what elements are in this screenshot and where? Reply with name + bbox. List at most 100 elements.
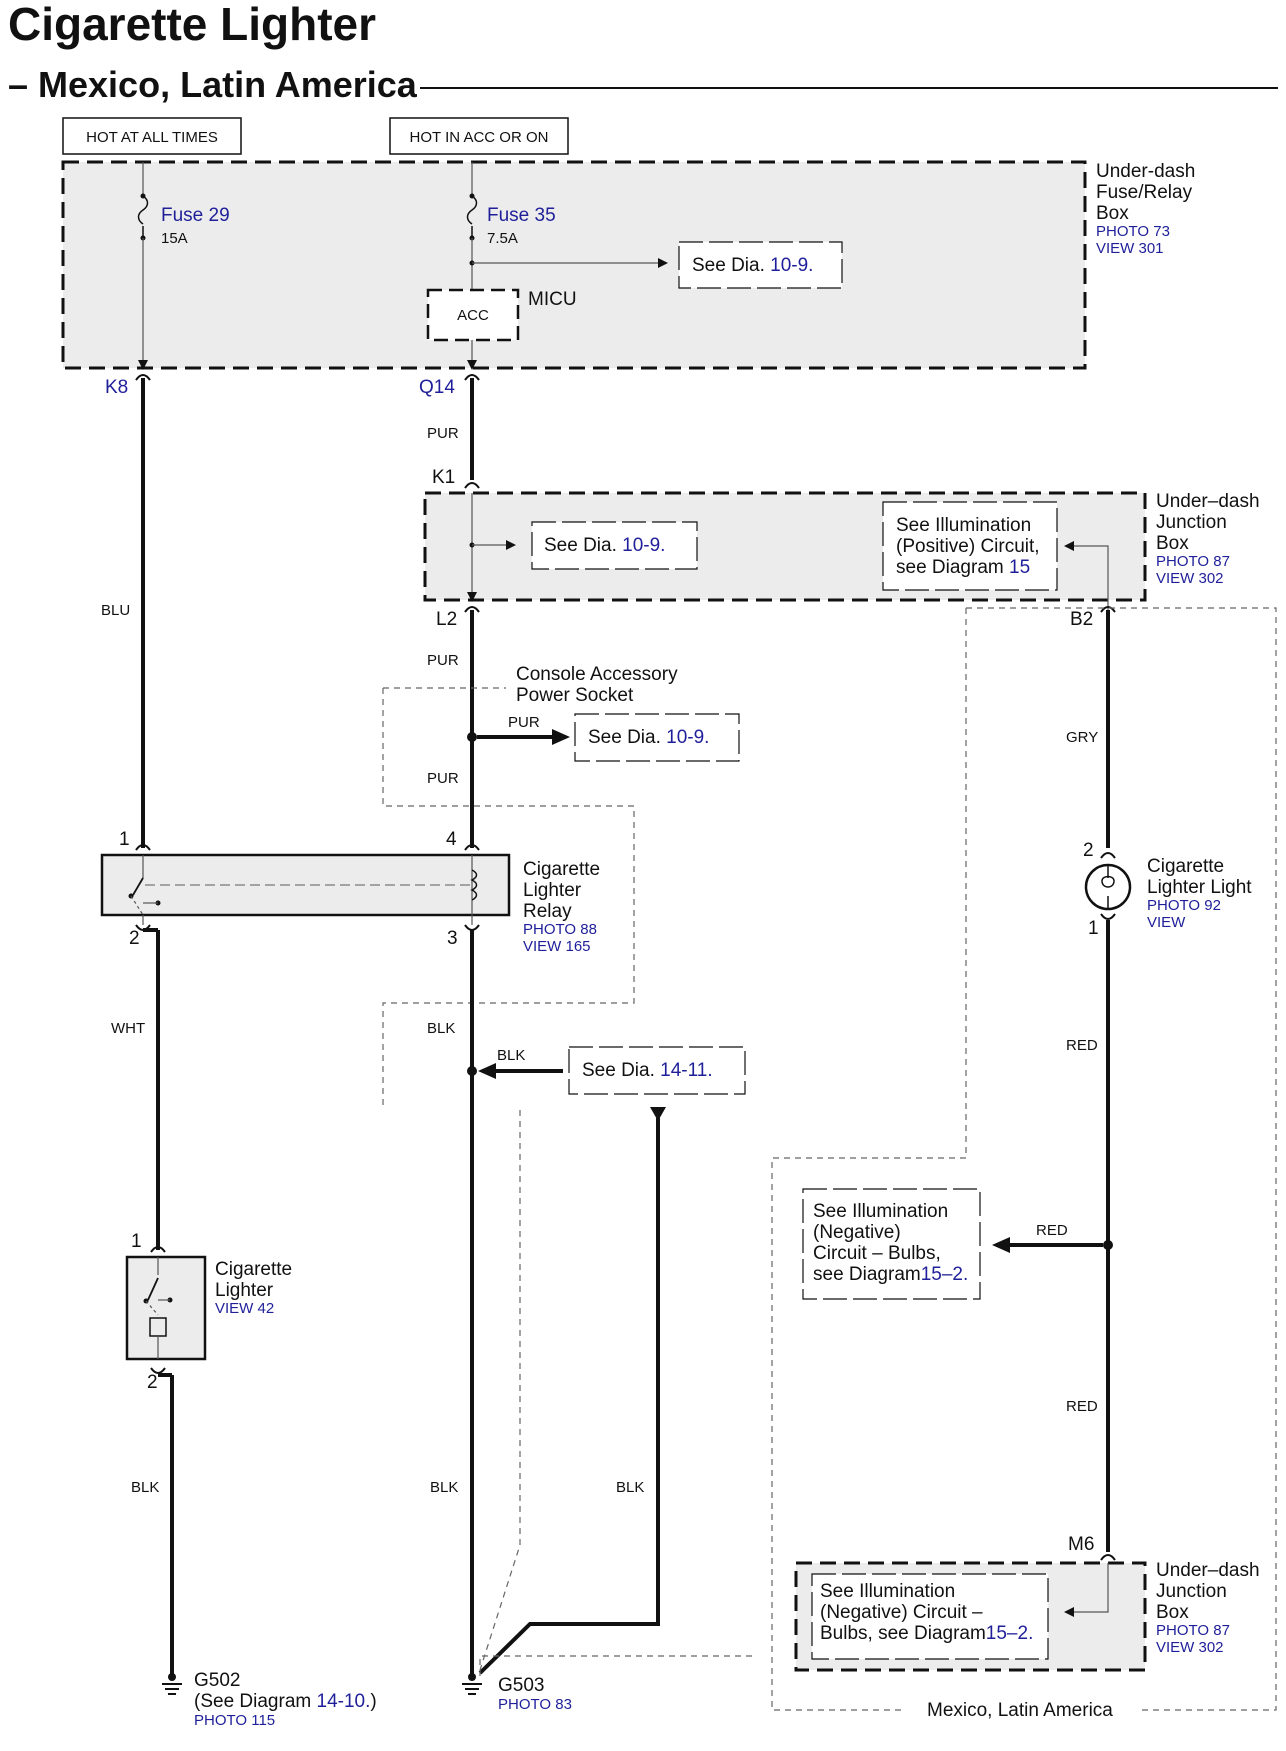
illum-pos-line3: see Diagram 15 bbox=[896, 557, 1030, 578]
junction-bot-photo: PHOTO 87 bbox=[1156, 1622, 1230, 1639]
micu-acc-label: ACC bbox=[457, 307, 489, 324]
illum-neg-b-box bbox=[811, 1573, 1049, 1660]
lighter-pin2: 2 bbox=[147, 1372, 158, 1393]
l2-label: L2 bbox=[436, 609, 457, 630]
fuse29-symbol bbox=[137, 195, 149, 225]
relay-pin4-connector bbox=[464, 844, 480, 851]
junction-bot-internal bbox=[1064, 1563, 1109, 1617]
junction-bot-view: VIEW 302 bbox=[1156, 1639, 1224, 1656]
bulb-icon bbox=[1084, 863, 1132, 911]
illum-pos-box bbox=[882, 501, 1058, 591]
relay-line3: Relay bbox=[523, 901, 572, 922]
fuse35-rating: 7.5A bbox=[487, 230, 518, 247]
g502-note: (See Diagram 14-10.) bbox=[194, 1691, 377, 1712]
see-dia-109-c: See Dia. 10-9. bbox=[588, 727, 709, 748]
illum-neg-b-line2: (Negative) Circuit – bbox=[820, 1602, 983, 1623]
junction-top-name-1: Under–dash bbox=[1156, 491, 1260, 512]
fuse29-rating: 15A bbox=[161, 230, 188, 247]
b2-label: B2 bbox=[1070, 609, 1093, 630]
wire-red-2-label: RED bbox=[1036, 1222, 1068, 1239]
fuse29-name: Fuse 29 bbox=[161, 205, 230, 226]
junction-bot-name-2: Junction bbox=[1156, 1581, 1227, 1602]
wire-blk-3-label: BLK bbox=[497, 1047, 525, 1064]
wire-blk-5 bbox=[478, 1118, 660, 1675]
relay-pin3: 3 bbox=[447, 928, 458, 949]
lighter-line2: Lighter bbox=[215, 1280, 274, 1301]
wire-pur-3-label: PUR bbox=[508, 714, 540, 731]
light-photo: PHOTO 92 bbox=[1147, 897, 1221, 914]
illum-pos-line2: (Positive) Circuit, bbox=[896, 536, 1040, 557]
wire-red-1-label: RED bbox=[1066, 1037, 1098, 1054]
relay-photo: PHOTO 88 bbox=[523, 921, 597, 938]
splice-blk bbox=[467, 1066, 477, 1076]
junction-bot-name-3: Box bbox=[1156, 1602, 1189, 1623]
g503-name: G503 bbox=[498, 1675, 544, 1696]
see-dia-109-b: See Dia. 10-9. bbox=[544, 535, 665, 556]
illum-neg-b-line1: See Illumination bbox=[820, 1581, 955, 1602]
wire-blk-1-label: BLK bbox=[131, 1479, 159, 1496]
light-pin2-connector bbox=[1100, 852, 1116, 859]
k1-connector bbox=[464, 482, 480, 489]
k1-label: K1 bbox=[432, 467, 455, 488]
relay-pin1-connector bbox=[135, 844, 151, 851]
see-dia-109-b-box bbox=[531, 521, 698, 570]
g502-photo: PHOTO 115 bbox=[194, 1712, 275, 1729]
junction-top-view: VIEW 302 bbox=[1156, 570, 1224, 587]
illum-neg-a-box bbox=[802, 1188, 981, 1300]
lighter-view: VIEW 42 bbox=[215, 1300, 274, 1317]
socket-line1: Console Accessory bbox=[516, 664, 678, 685]
wire-blu-label: BLU bbox=[101, 602, 130, 619]
fuse35-name: Fuse 35 bbox=[487, 205, 556, 226]
cigarette-lighter bbox=[125, 1255, 207, 1361]
illum-neg-a-line1: See Illumination bbox=[813, 1201, 948, 1222]
lighter-pin1-connector bbox=[150, 1246, 166, 1253]
m6-connector bbox=[1100, 1554, 1116, 1561]
fuse-box-name-2: Fuse/Relay bbox=[1096, 182, 1193, 203]
fuse-relay-box bbox=[61, 160, 1087, 370]
hot-at-all-times-box bbox=[62, 117, 242, 155]
l2-connector bbox=[464, 606, 480, 613]
wire-blk-4-label: BLK bbox=[430, 1479, 458, 1496]
relay-pin3-connector bbox=[464, 924, 480, 931]
illum-neg-a-line3: Circuit – Bulbs, bbox=[813, 1243, 941, 1264]
wire-pur-4-label: PUR bbox=[427, 770, 459, 787]
see-dia-109-c-box bbox=[574, 713, 740, 762]
relay-line2: Lighter bbox=[523, 880, 582, 901]
fuse-box-photo: PHOTO 73 bbox=[1096, 223, 1170, 240]
illum-neg-b-line3: Bulbs, see Diagram15–2. bbox=[820, 1623, 1033, 1644]
see-dia-109-a: See Dia. 10-9. bbox=[692, 255, 813, 276]
fuse-box-name-3: Box bbox=[1096, 203, 1129, 224]
wire-wht-label: WHT bbox=[111, 1020, 145, 1037]
g502-name: G502 bbox=[194, 1670, 240, 1691]
wire-blk-5-label: BLK bbox=[616, 1479, 644, 1496]
hot-in-acc-label: HOT IN ACC OR ON bbox=[410, 129, 549, 146]
light-pin1-connector bbox=[1100, 913, 1116, 920]
lighter-pin1: 1 bbox=[131, 1231, 142, 1252]
micu-box bbox=[426, 288, 520, 342]
region-dash-left bbox=[771, 608, 967, 1711]
k8-label: K8 bbox=[105, 377, 128, 398]
hot-at-all-times-label: HOT AT ALL TIMES bbox=[86, 129, 218, 146]
hot-in-acc-box bbox=[389, 117, 569, 155]
illum-pos-link bbox=[1064, 541, 1109, 610]
illum-neg-a-line4: see Diagram15–2. bbox=[813, 1264, 968, 1285]
region-label: Mexico, Latin America bbox=[927, 1700, 1113, 1721]
relay-line1: Cigarette bbox=[523, 859, 600, 880]
wire-pur-1-label: PUR bbox=[427, 425, 459, 442]
light-line2: Lighter Light bbox=[1147, 877, 1252, 898]
splice-red bbox=[1103, 1240, 1113, 1250]
junction-top-name-3: Box bbox=[1156, 533, 1189, 554]
region-dash-right bbox=[966, 607, 1277, 1711]
page-subtitle: – Mexico, Latin America bbox=[8, 64, 418, 105]
lighter-line1: Cigarette bbox=[215, 1259, 292, 1280]
q14-connector bbox=[464, 374, 480, 381]
g503-photo: PHOTO 83 bbox=[498, 1696, 572, 1713]
junction-top-photo: PHOTO 87 bbox=[1156, 553, 1230, 570]
illum-neg-a-line2: (Negative) bbox=[813, 1222, 901, 1243]
relay-pin4: 4 bbox=[446, 829, 457, 850]
light-view: VIEW bbox=[1147, 914, 1186, 931]
micu-name: MICU bbox=[528, 289, 577, 310]
page-title: Cigarette Lighter bbox=[8, 0, 376, 50]
wire-pur-2-label: PUR bbox=[427, 652, 459, 669]
